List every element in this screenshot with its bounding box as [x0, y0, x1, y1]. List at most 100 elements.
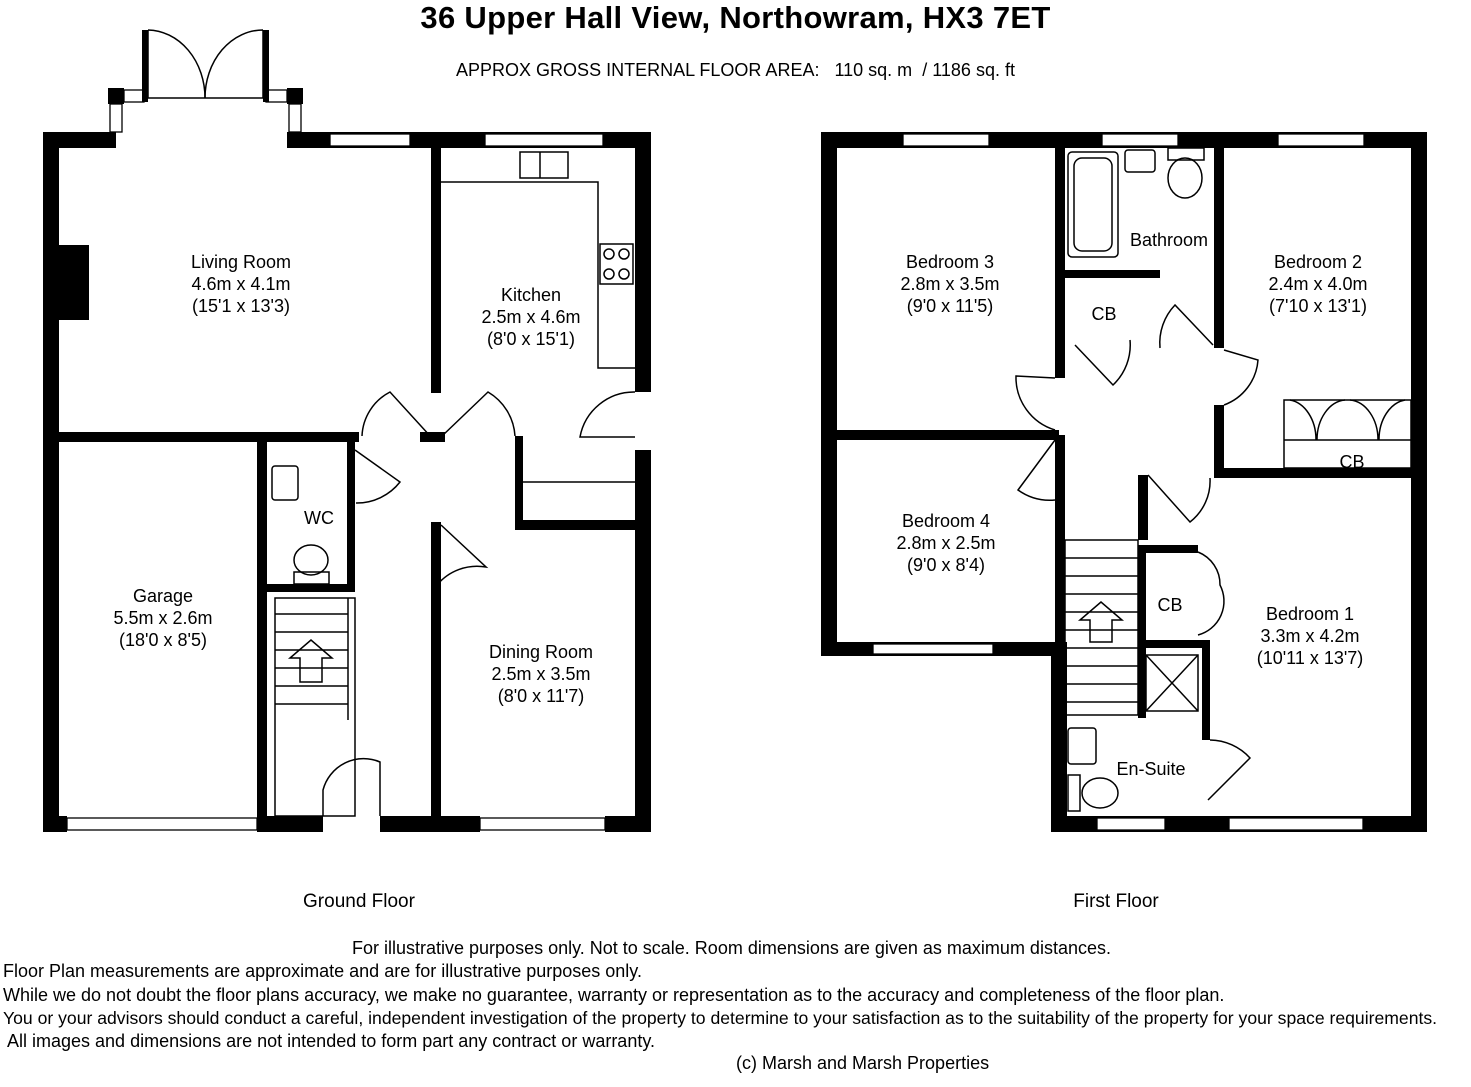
ff-wall-ensuite-top — [1138, 640, 1210, 648]
room-label-bedroom-1: Bedroom 1 3.3m x 4.2m (10'11 x 13'7) — [1257, 603, 1364, 669]
gf-kitchen-worktop — [441, 181, 635, 369]
room-label-bedroom-3: Bedroom 3 2.8m x 3.5m (9'0 x 11'5) — [900, 251, 999, 317]
gf-wall-right-upper — [635, 132, 651, 392]
room-metric: 3.3m x 4.2m — [1260, 626, 1360, 646]
room-label-bedroom-2: Bedroom 2 2.4m x 4.0m (7'10 x 13'1) — [1268, 251, 1367, 317]
ff-bed3-door — [1015, 375, 1056, 431]
ff-ensuite-cistern — [1067, 774, 1081, 812]
gf-bay-post-left — [108, 88, 124, 104]
ff-wall-bath-cb — [1065, 270, 1160, 278]
room-name: Kitchen — [500, 285, 562, 305]
page-title: 36 Upper Hall View, Northowram, HX3 7ET — [420, 0, 1051, 35]
disclaimer-line-3: While we do not doubt the floor plans ac… — [3, 985, 1225, 1005]
room-name: Garage — [132, 586, 194, 606]
room-label-wc: WC — [304, 507, 334, 529]
ff-stair-treads — [1065, 557, 1138, 703]
gf-wall-wc-bottom — [267, 584, 347, 592]
room-imperial: (9'0 x 8'4) — [907, 555, 985, 575]
room-metric: 2.8m x 3.5m — [900, 274, 1000, 294]
gf-wc-basin — [271, 465, 299, 501]
ff-bed2-window — [1277, 133, 1365, 147]
ff-bath-toilet — [1167, 157, 1203, 199]
gf-bay-window-left — [109, 103, 123, 133]
room-name: Bedroom 1 — [1265, 604, 1355, 624]
ff-wall-left — [821, 132, 837, 656]
gf-wall-hall-dining — [431, 522, 441, 816]
ff-wall-bath-bed2 — [1214, 148, 1224, 348]
gf-dining-door — [436, 524, 489, 586]
ff-wall-cb-left — [1138, 545, 1146, 645]
gf-wall-kitchen-dining — [515, 520, 651, 530]
ff-bath-window — [1101, 133, 1179, 147]
gf-dining-window — [479, 817, 606, 831]
ff-wall-ensuite-left-stub — [1138, 640, 1146, 718]
room-name: Bathroom — [1129, 230, 1209, 250]
ff-bed4-window — [872, 643, 994, 655]
room-label-dining-room: Dining Room 2.5m x 3.5m (8'0 x 11'7) — [489, 641, 593, 707]
gf-wall-left — [43, 132, 59, 832]
gf-kitchen-hob — [599, 243, 634, 285]
ff-bed4-door — [1016, 439, 1056, 501]
gf-stair-arrow — [287, 639, 335, 683]
floor-area-imperial: 1186 sq. ft — [932, 60, 1015, 80]
gf-bay-sill-right — [265, 89, 288, 103]
ff-bath-door — [1159, 303, 1214, 349]
room-label-living-room: Living Room 4.6m x 4.1m (15'1 x 13'3) — [191, 251, 291, 317]
room-name: Bedroom 2 — [1273, 252, 1363, 272]
gf-hob-ring — [603, 248, 615, 260]
gf-chimney-breast — [59, 245, 89, 320]
gf-stairs — [274, 597, 356, 817]
ff-wall-bed3-bed4 — [837, 430, 1059, 440]
room-name: CB — [1091, 304, 1117, 324]
ff-stairs — [1064, 539, 1139, 716]
gf-wall-right-lower — [635, 450, 651, 832]
ff-wall-bed2-bed1 — [1214, 468, 1411, 478]
gf-french-door-left — [147, 29, 206, 99]
gf-kitchen-door — [440, 391, 516, 438]
gf-front-door — [322, 757, 381, 816]
gf-hob-ring — [618, 248, 630, 260]
ff-ensuite-window — [1096, 817, 1166, 831]
gf-living-window — [329, 133, 411, 147]
disclaimer-line-5: All images and dimensions are not intend… — [3, 1031, 655, 1051]
gf-wall-living-kitchen — [431, 148, 441, 393]
room-metric: 2.5m x 4.6m — [481, 307, 581, 327]
room-metric: 2.4m x 4.0m — [1268, 274, 1368, 294]
ff-ensuite-door — [1207, 739, 1252, 801]
gf-hob-ring — [618, 268, 630, 280]
gf-kitchen-sink — [519, 151, 569, 179]
gf-french-door-jamb-right — [263, 30, 269, 102]
gf-bay-post-right — [287, 88, 303, 104]
ff-wall-bed4-landing — [1055, 435, 1065, 645]
gf-wall-garage-wc — [257, 442, 267, 816]
ground-floor-label: Ground Floor — [303, 891, 415, 912]
ff-wall-bed3-bath — [1055, 148, 1065, 378]
ff-bed2-door — [1223, 349, 1259, 406]
first-floor-label: First Floor — [1073, 891, 1159, 912]
gf-wall-bottom-d — [605, 816, 651, 832]
gf-bay-window-right — [288, 103, 302, 133]
room-label-cb-bedroom-1: CB — [1157, 594, 1182, 616]
ground-floor-plan — [43, 29, 651, 832]
room-metric: 2.8m x 2.5m — [896, 533, 996, 553]
floor-area-metric: 110 sq. m — [834, 60, 913, 80]
ff-wall-cb-top — [1138, 545, 1198, 553]
ff-bed1-window — [1228, 817, 1364, 831]
room-label-bedroom-4: Bedroom 4 2.8m x 2.5m (9'0 x 8'4) — [896, 510, 995, 576]
gf-wc-toilet — [293, 544, 329, 576]
gf-wall-kitchen-lobby — [515, 436, 523, 530]
disclaimer-line-4: You or your advisors should conduct a ca… — [3, 1008, 1438, 1028]
gf-wall-bottom-c — [380, 816, 480, 832]
gf-wall-wc-hall — [347, 442, 355, 592]
ff-cb-door — [1074, 339, 1131, 387]
gf-kitchen-window — [484, 133, 604, 147]
room-name: Bedroom 4 — [901, 511, 991, 531]
gf-french-door-right — [204, 29, 264, 99]
room-imperial: (7'10 x 13'1) — [1269, 296, 1367, 316]
room-name: Dining Room — [488, 642, 594, 662]
ff-bed3-window — [902, 133, 990, 147]
room-imperial: (8'0 x 11'7) — [497, 686, 585, 706]
room-label-cb-bedroom-2: CB — [1339, 451, 1364, 473]
ff-cb-double-door — [1197, 551, 1225, 636]
